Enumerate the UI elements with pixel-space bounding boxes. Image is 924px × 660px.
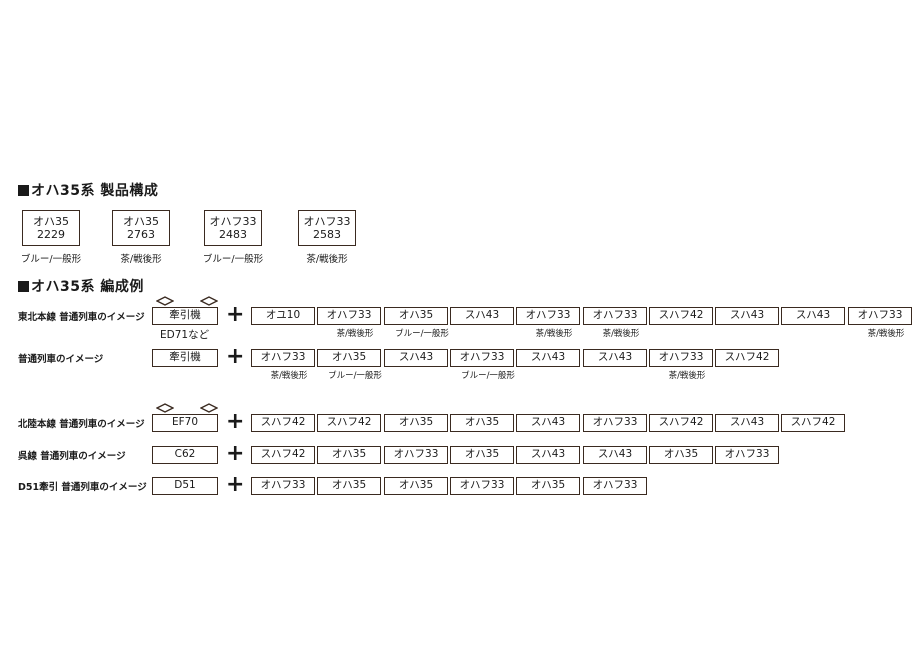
car-box: オハフ33 — [516, 307, 580, 325]
car-box: スハフ42 — [251, 414, 315, 432]
plus-icon: + — [226, 302, 245, 327]
car-box: スハ43 — [450, 307, 514, 325]
locomotive-subtitle: ED71など — [160, 329, 210, 341]
product-car-name: オハフ33 — [209, 215, 257, 228]
formation-row-label: 呉線 普通列車のイメージ — [18, 451, 126, 462]
plus-icon: + — [226, 472, 245, 497]
car-box: オハフ33 — [251, 477, 315, 495]
formation-row-label: 東北本線 普通列車のイメージ — [18, 312, 145, 323]
car-box: オハフ33 — [450, 477, 514, 495]
pantograph-icon — [200, 296, 218, 306]
car-box: オハ35 — [516, 477, 580, 495]
car-box: スハフ42 — [649, 307, 713, 325]
car-note: 茶/戦後形 — [602, 329, 640, 339]
product-car-number: 2763 — [127, 228, 155, 241]
product-car-number: 2483 — [219, 228, 247, 241]
car-box: オハ35 — [384, 477, 448, 495]
car-note: 茶/戦後形 — [668, 371, 706, 381]
car-box: オハ35 — [317, 446, 381, 464]
car-box: オハ35 — [649, 446, 713, 464]
car-box: オハフ33 — [384, 446, 448, 464]
car-box: オハフ33 — [583, 414, 647, 432]
car-box: オハ35 — [317, 349, 381, 367]
car-note: ブルー/一般形 — [395, 329, 449, 339]
car-box: スハフ42 — [781, 414, 845, 432]
product-section-title: オハ35系 製品構成 — [18, 180, 158, 200]
pantograph-icon — [156, 296, 174, 306]
square-bullet-icon — [18, 185, 29, 196]
car-box: オハフ33 — [251, 349, 315, 367]
formation-row-label: D51牽引 普通列車のイメージ — [18, 482, 147, 493]
car-box: オハフ33 — [583, 307, 647, 325]
product-car-note: 茶/戦後形 — [306, 254, 348, 265]
car-box: オハフ33 — [583, 477, 647, 495]
product-car-note: 茶/戦後形 — [120, 254, 162, 265]
product-car-name: オハ35 — [33, 215, 69, 228]
car-box: スハ43 — [583, 446, 647, 464]
car-box: スハ43 — [384, 349, 448, 367]
locomotive-box: 牽引機 — [152, 349, 218, 367]
car-note: ブルー/一般形 — [328, 371, 382, 381]
car-box: スハ43 — [781, 307, 845, 325]
pantograph-icon — [156, 403, 174, 413]
car-box: スハ43 — [516, 349, 580, 367]
locomotive-box: D51 — [152, 477, 218, 495]
plus-icon: + — [226, 344, 245, 369]
product-car-note: ブルー/一般形 — [20, 254, 82, 265]
car-box: スハ43 — [715, 414, 779, 432]
car-box: スハ43 — [715, 307, 779, 325]
car-box: オハフ33 — [649, 349, 713, 367]
plus-icon: + — [226, 409, 245, 434]
car-note: ブルー/一般形 — [461, 371, 515, 381]
car-box: スハ43 — [583, 349, 647, 367]
car-box: オユ10 — [251, 307, 315, 325]
car-box: スハ43 — [516, 414, 580, 432]
car-box: スハフ42 — [251, 446, 315, 464]
formation-row-label: 北陸本線 普通列車のイメージ — [18, 419, 145, 430]
car-box: オハフ33 — [715, 446, 779, 464]
plus-icon: + — [226, 441, 245, 466]
locomotive-box: EF70 — [152, 414, 218, 432]
car-note: 茶/戦後形 — [535, 329, 573, 339]
car-note: 茶/戦後形 — [336, 329, 374, 339]
car-box: スハフ42 — [649, 414, 713, 432]
formation-row-label: 普通列車のイメージ — [18, 354, 104, 365]
car-note: 茶/戦後形 — [270, 371, 308, 381]
product-car-note: ブルー/一般形 — [202, 254, 264, 265]
car-box: スハフ42 — [715, 349, 779, 367]
product-car-name: オハフ33 — [303, 215, 351, 228]
car-box: オハ35 — [450, 446, 514, 464]
car-box: スハフ42 — [317, 414, 381, 432]
car-box: スハ43 — [516, 446, 580, 464]
car-note: 茶/戦後形 — [867, 329, 905, 339]
pantograph-icon — [200, 403, 218, 413]
car-box: オハフ33 — [317, 307, 381, 325]
locomotive-box: 牽引機 — [152, 307, 218, 325]
product-car-number: 2583 — [313, 228, 341, 241]
car-box: オハ35 — [384, 307, 448, 325]
locomotive-box: C62 — [152, 446, 218, 464]
car-box: オハ35 — [384, 414, 448, 432]
car-box: オハ35 — [450, 414, 514, 432]
car-box: オハフ33 — [450, 349, 514, 367]
product-car-name: オハ35 — [123, 215, 159, 228]
product-car-number: 2229 — [37, 228, 65, 241]
formation-section-title: オハ35系 編成例 — [18, 276, 144, 296]
car-box: オハフ33 — [848, 307, 912, 325]
car-box: オハ35 — [317, 477, 381, 495]
square-bullet-icon — [18, 281, 29, 292]
